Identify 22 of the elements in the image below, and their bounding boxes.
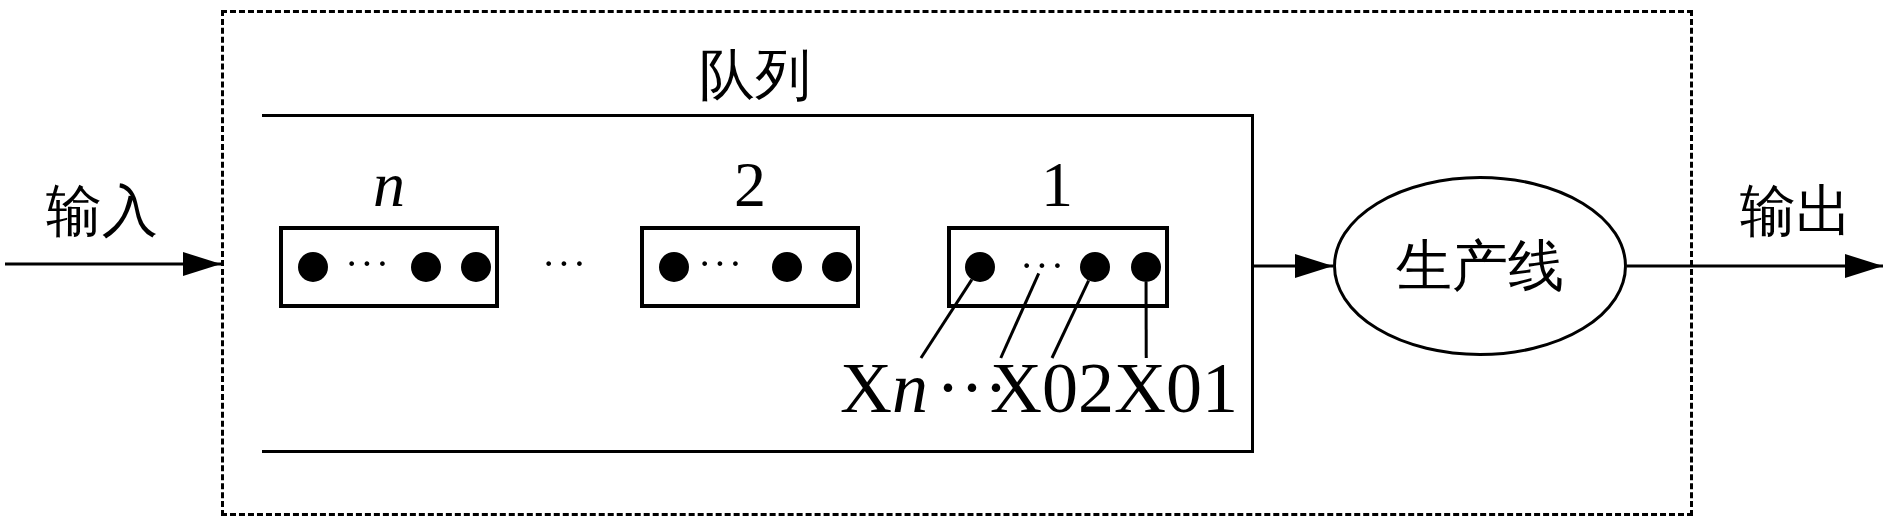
dot [1080, 252, 1110, 282]
leader-line [999, 272, 1041, 359]
ellipsis: ··· [697, 244, 745, 284]
arrow [5, 252, 221, 276]
dashed-boundary [221, 10, 1693, 516]
ellipsis: ··· [344, 244, 392, 284]
slot-number: 2 [733, 150, 767, 220]
item-code: X01 [1114, 358, 1238, 418]
leader-line [1050, 279, 1090, 359]
dot [1131, 252, 1161, 282]
leader-line [1144, 282, 1148, 358]
process-label: 生产线 [1395, 234, 1565, 299]
arrow [1254, 254, 1333, 278]
slot-number: n [372, 150, 406, 220]
leader-line [919, 278, 974, 359]
ellipsis: ··· [541, 244, 589, 284]
item-code: Xn [840, 358, 928, 418]
slot-number: 1 [1040, 150, 1074, 220]
ellipsis: ··· [1020, 246, 1064, 286]
queue-heading: 队列 [698, 43, 812, 108]
dot [965, 252, 995, 282]
arrow [1627, 254, 1883, 278]
